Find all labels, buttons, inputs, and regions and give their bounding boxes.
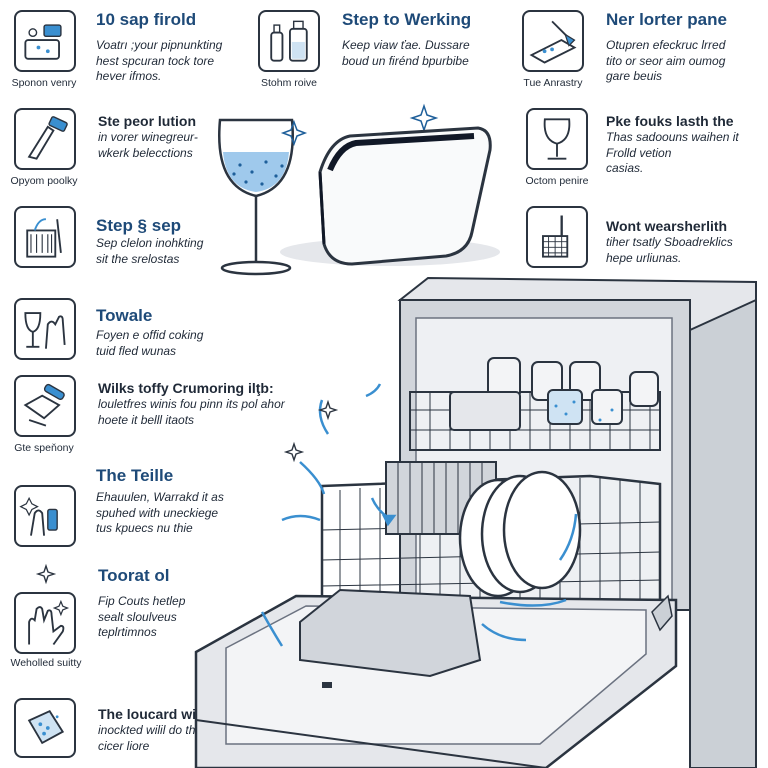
tablet-icon (14, 698, 76, 758)
step-body: louletfres winis fou pinn its pol ahor h… (98, 397, 285, 427)
step-body: tiher tsatly Sboadreklics hepe urliunas. (606, 235, 733, 265)
step-body: Otupren efeckruc lrred tito or seor aim … (606, 38, 726, 83)
step-title: The Teille (96, 466, 174, 485)
step-title: Towale (96, 306, 153, 325)
water-flow-arrows (260, 383, 578, 647)
lower-rack (320, 461, 662, 616)
step-title: 10 sap firold (96, 10, 197, 29)
bottles-icon (258, 10, 320, 72)
hand-bottle-icon (14, 485, 76, 547)
step-body: Foyen e offid coking tuid fled wunas (96, 328, 204, 358)
rack-detergent-icon (522, 10, 584, 72)
step-title: Step § sep (96, 216, 182, 235)
basket-icon (14, 206, 76, 268)
step-caption: Octom penire (525, 175, 589, 187)
step-body: Fip Couts hetlep sealt sloulveus teplrti… (98, 594, 186, 639)
step-body: Ehauulen, Warrakd it as spuhed with unec… (96, 490, 224, 535)
step-body: in vorer winegreur- wkerk belecctions (98, 130, 198, 160)
step-caption: Gte speňony (14, 442, 74, 454)
detergent-tablet-illustration (280, 126, 500, 266)
step-title: The loucard with (98, 706, 210, 722)
step-body: Keep viaw ťae. Dussare boud un firénd bp… (342, 38, 470, 68)
hand-tool-icon (14, 375, 76, 437)
step-caption: Sponon venry (11, 77, 77, 89)
step-title: Toorat ol (98, 566, 170, 585)
upper-rack (409, 357, 661, 451)
step-title: Wont wearsherlith (606, 218, 728, 234)
basket-handle-icon (526, 206, 588, 268)
step-title: Ner lorter pane (606, 10, 727, 29)
step-caption: Weholled suitty (10, 657, 82, 669)
brush-icon (14, 108, 76, 170)
step-body: inockted wilil do thile cicer liore (98, 723, 207, 753)
dishwasher-door (194, 588, 678, 768)
wine-glass-icon (526, 108, 588, 170)
step-caption: Opyom poolky (10, 175, 78, 187)
step-title: Pke fouks lasth the (606, 113, 734, 129)
dish-sponge-icon (14, 10, 76, 72)
step-title: Ste peor lution (98, 113, 196, 129)
step-title: Step to Werking (342, 10, 472, 29)
hand-sparkle-icon (14, 592, 76, 654)
sparkle-icons (35, 399, 339, 585)
step-body: Thas sadoouns waihen it Frolld vetion ca… (606, 130, 739, 175)
step-body: Sep clelon inohkting sit the srelostas (96, 236, 204, 266)
glass-hand-icon (14, 298, 76, 360)
wine-glass-illustration (218, 103, 439, 276)
step-body: Voatrı ;your pipnunkting hest spcuran to… (96, 38, 223, 83)
step-caption: Tue Anrastry (523, 77, 583, 89)
step-caption: Stohm roive (260, 77, 318, 89)
step-title: Wilks toffy Crumoring ilţb: (98, 380, 274, 396)
